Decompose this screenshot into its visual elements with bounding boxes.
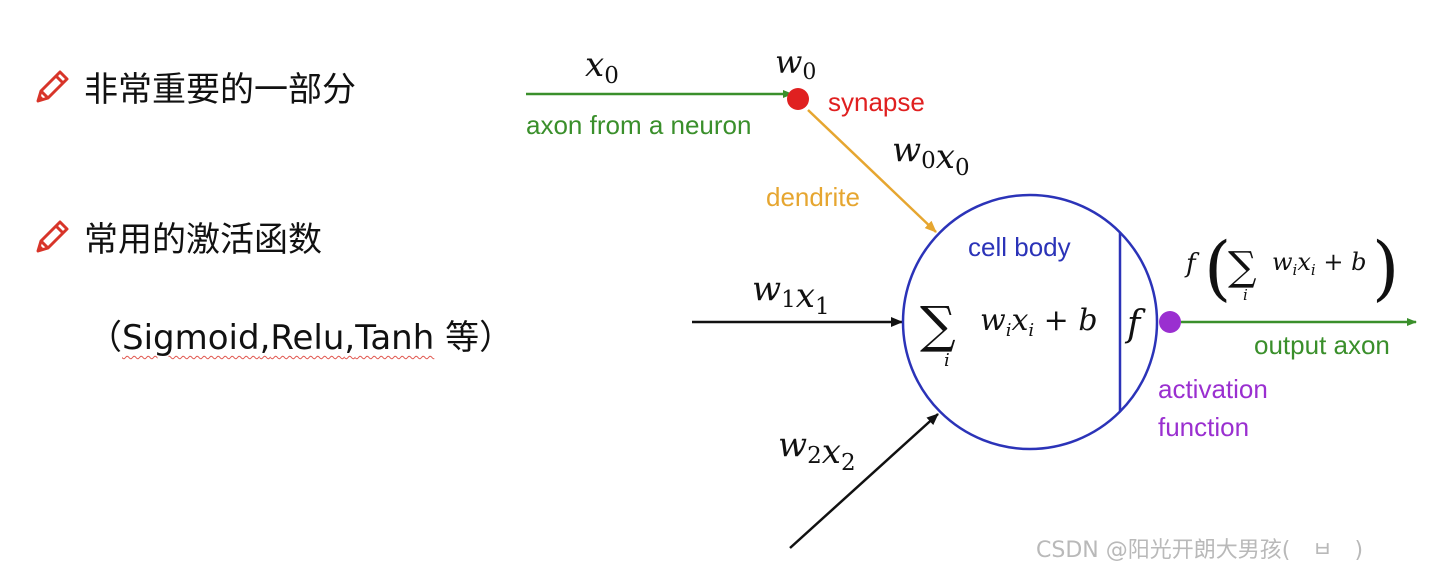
output-f: f	[1184, 249, 1200, 279]
cell-body-label: cell body	[968, 232, 1071, 262]
dendrite-arrow	[807, 109, 937, 233]
synapse-label: synapse	[828, 87, 925, 117]
f-symbol: f	[1124, 304, 1146, 345]
note-item-relu: Relu	[270, 318, 345, 358]
output-close-paren: )	[1372, 227, 1399, 309]
activation-label-2: function	[1158, 412, 1249, 442]
note-item-tanh: Tanh	[355, 318, 435, 358]
note-suffix: 等）	[434, 318, 514, 358]
pencil-icon	[36, 70, 69, 102]
w1x1-label: w1x1	[752, 269, 830, 320]
note-open-paren: （	[88, 318, 122, 358]
synapse-dot	[787, 88, 809, 110]
output-sigma: ∑	[1228, 244, 1257, 290]
dendrite-label: dendrite	[766, 182, 860, 212]
note-sep-2: ,	[344, 318, 356, 358]
cell-body-circle	[901, 193, 1159, 451]
sigma-index: i	[944, 350, 950, 371]
x0-text: x0	[585, 45, 619, 89]
input-arrow-2	[789, 413, 939, 549]
note-sep-1: ,	[259, 318, 271, 358]
bullet-item-1: 非常重要的一部分	[30, 62, 356, 111]
output-axon-label: output axon	[1254, 330, 1390, 360]
pencil-icon	[36, 220, 69, 252]
summation-formula: ∑ i wixi + b	[920, 296, 1098, 371]
csdn-watermark: CSDN @阳光开朗大男孩( ㅂ )	[1036, 538, 1364, 563]
sigma-symbol: ∑	[920, 296, 956, 354]
output-term: wixi + b	[1272, 248, 1366, 279]
w0-label: w0	[775, 43, 816, 85]
axon-from-label: axon from a neuron	[526, 110, 751, 140]
activation-label-1: activation	[1158, 374, 1268, 404]
note-item-sigmoid: Sigmoid	[122, 318, 260, 358]
sum-term: wixi + b	[980, 303, 1098, 341]
output-sigma-index: i	[1243, 286, 1248, 304]
bullet-text-2: 常用的激活函数	[84, 220, 322, 260]
output-formula: f ( ∑ i wixi + b )	[1184, 227, 1399, 309]
w0x0-label: w0x0	[892, 130, 970, 181]
output-open-paren: (	[1204, 227, 1231, 309]
activation-dot	[1159, 311, 1181, 333]
w2x2-label: w2x2	[778, 425, 856, 476]
bullet-text-1: 非常重要的一部分	[84, 70, 356, 110]
activation-function-list: （Sigmoid,Relu,Tanh 等）	[88, 310, 513, 359]
bullet-item-2: 常用的激活函数	[30, 212, 322, 261]
x0-label: x0	[585, 45, 619, 89]
